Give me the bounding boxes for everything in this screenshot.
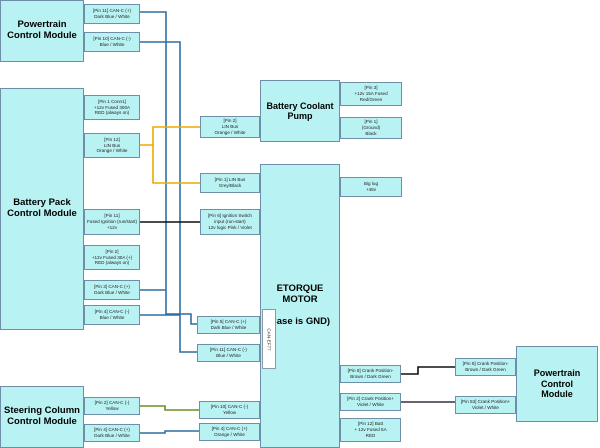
scm-module: Steering Column Control Module	[0, 386, 84, 448]
scm-pin-2: [Pin 2] CAN-C (-) Yellow	[84, 397, 140, 415]
motor-pin-8-crank-minus-label: [Pin 8] Crank Position- Brown / Dark Gre…	[347, 368, 394, 379]
motor-big-lug-label: Big lug +48v	[363, 181, 379, 192]
motor-pin-10-scm: [Pin 10] CAN-C (-) Yellow	[199, 401, 260, 419]
motor-pin-4-scm-label: [Pin 4] CAN-C (+) Orange / White	[211, 426, 248, 437]
bpcm-pin-2: [Pin 2] +12v Fused 30A (+) RED (always o…	[84, 245, 140, 270]
motor-pin-4-scm: [Pin 4] CAN-C (+) Orange / White	[199, 423, 260, 441]
scm-pin-2-label: [Pin 2] CAN-C (-) Yellow	[94, 400, 130, 411]
motor-pin-5-can-plus-label: [Pin 5] CAN-C (+) Dark Blue / White	[210, 319, 247, 330]
pump-pin-2-label: [Pin 2] LIN Bus Orange / White	[214, 118, 246, 135]
wire-crank-minus	[401, 366, 455, 375]
motor-pin-2-crank-plus: [Pin 2] Crank Position+ Violet / White	[340, 393, 401, 411]
pump-pin-3: [Pin 3] +12v 15A Fused Red/Green	[340, 82, 402, 106]
coolant-pump-title: Battery Coolant Pump	[266, 100, 334, 121]
wire-can-plus-pcm	[140, 11, 197, 325]
bpcm-module: Battery Pack Control Module	[0, 88, 84, 330]
bpcm-pin-1-label: [Pin 1 Conn1] +12v Fused 300A RED (alway…	[93, 98, 131, 116]
pcm-top-title: Powertrain Control Module	[7, 19, 77, 41]
pcm-top-pin-11-label: [Pin 11] CAN-C (+) Dark Blue / White	[92, 8, 132, 19]
coolant-pump-module: Battery Coolant Pump	[260, 80, 340, 142]
bpcm-pin-12-label: [Pin 12] LIN Bus Orange / White	[96, 136, 128, 154]
can-connector: CAN-EF77	[262, 309, 276, 369]
scm-pin-4: [Pin 4] CAN-C (+) Dark Blue / White	[84, 424, 140, 442]
bpcm-title: Battery Pack Control Module	[7, 197, 77, 219]
bpcm-pin-11-label: [Pin 11] Fused Ignition (run/start) +12v	[86, 213, 138, 230]
pcm-right-pin-8: [Pin 8] Crank Position- Brown / Dark Gre…	[455, 358, 516, 376]
motor-big-lug: Big lug +48v	[340, 177, 402, 197]
motor-pin-12-batt: [Pin 12] Batt + 12v Fused 5A RED	[340, 418, 401, 442]
motor-pin-5-can-plus: [Pin 5] CAN-C (+) Dark Blue / White	[197, 316, 260, 334]
bpcm-pin-4: [Pin 4] CAN-C (-) Blue / White	[84, 305, 140, 325]
pcm-right-pin-8-label: [Pin 8] Crank Position- Brown / Dark Gre…	[462, 361, 509, 372]
motor-pin-11-can-minus-label: [Pin 11] CAN-C (-) Blue / White	[210, 347, 247, 358]
bpcm-pin-3: [Pin 3] CAN-C (+) Dark Blue / White	[84, 280, 140, 300]
bpcm-pin-12: [Pin 12] LIN Bus Orange / White	[84, 133, 140, 158]
scm-title: Steering Column Control Module	[3, 405, 80, 427]
bpcm-pin-2-label: [Pin 2] +12v Fused 30A (+) RED (always o…	[91, 248, 133, 266]
pump-pin-2: [Pin 2] LIN Bus Orange / White	[200, 116, 260, 138]
bpcm-pin-11: [Pin 11] Fused Ignition (run/start) +12v	[84, 209, 140, 235]
motor-pin-2-crank-plus-label: [Pin 2] Crank Position+ Violet / White	[347, 396, 394, 407]
motor-pin-1-lin: [Pin 1] LIN Bus Grey/Black	[200, 173, 260, 193]
motor-pin-6-ignition: [Pin 6] Ignition Switch input (run-start…	[200, 209, 260, 235]
wire-scm-orange	[140, 430, 199, 434]
pcm-top-pin-10-label: [Pin 10] CAN-C (-) Blue / White	[93, 36, 131, 47]
wire-lin-motor	[152, 145, 200, 184]
pump-pin-1-label: [Pin 1] (Ground) Black	[361, 119, 381, 136]
pcm-right-title: Powertrain Control Module	[533, 368, 581, 400]
can-connector-label: CAN-EF77	[266, 327, 272, 351]
motor-pin-1-lin-label: [Pin 1] LIN Bus Grey/Black	[214, 177, 246, 188]
pump-pin-1: [Pin 1] (Ground) Black	[340, 117, 402, 139]
motor-pin-6-ignition-label: [Pin 6] Ignition Switch input (run-start…	[208, 213, 252, 230]
pcm-top-pin-10: [Pin 10] CAN-C (-) Blue / White	[84, 32, 140, 52]
pcm-right-pin-53-label: [Pin 53] Crank Position+ Violet / White	[460, 399, 511, 410]
etorque-motor-module: ETORQUE MOTOR Case is GND)	[260, 164, 340, 448]
wire-lin-bus	[140, 126, 200, 146]
bpcm-pin-4-label: [Pin 4] CAN-C (-) Blue / White	[94, 309, 130, 320]
motor-pin-12-batt-label: [Pin 12] Batt + 12v Fused 5A RED	[354, 421, 387, 438]
bpcm-pin-1: [Pin 1 Conn1] +12v Fused 300A RED (alway…	[84, 95, 140, 120]
motor-pin-8-crank-minus: [Pin 8] Crank Position- Brown / Dark Gre…	[340, 365, 401, 383]
wire-can-minus-pcm	[140, 41, 197, 353]
pcm-right-pin-53: [Pin 53] Crank Position+ Violet / White	[455, 396, 516, 414]
etorque-motor-title: ETORQUE MOTOR Case is GND)	[269, 283, 331, 327]
pcm-right-module: Powertrain Control Module	[516, 346, 598, 422]
bpcm-pin-3-label: [Pin 3] CAN-C (+) Dark Blue / White	[94, 284, 130, 295]
pump-pin-3-label: [Pin 3] +12v 15A Fused Red/Green	[354, 85, 388, 102]
pcm-top-pin-11: [Pin 11] CAN-C (+) Dark Blue / White	[84, 4, 140, 24]
wire-scm-yellow	[140, 405, 199, 411]
scm-pin-4-label: [Pin 4] CAN-C (+) Dark Blue / White	[94, 427, 130, 438]
motor-pin-11-can-minus: [Pin 11] CAN-C (-) Blue / White	[197, 344, 260, 362]
motor-pin-10-scm-label: [Pin 10] CAN-C (-) Yellow	[210, 404, 249, 415]
pcm-top-module: Powertrain Control Module	[0, 0, 84, 62]
